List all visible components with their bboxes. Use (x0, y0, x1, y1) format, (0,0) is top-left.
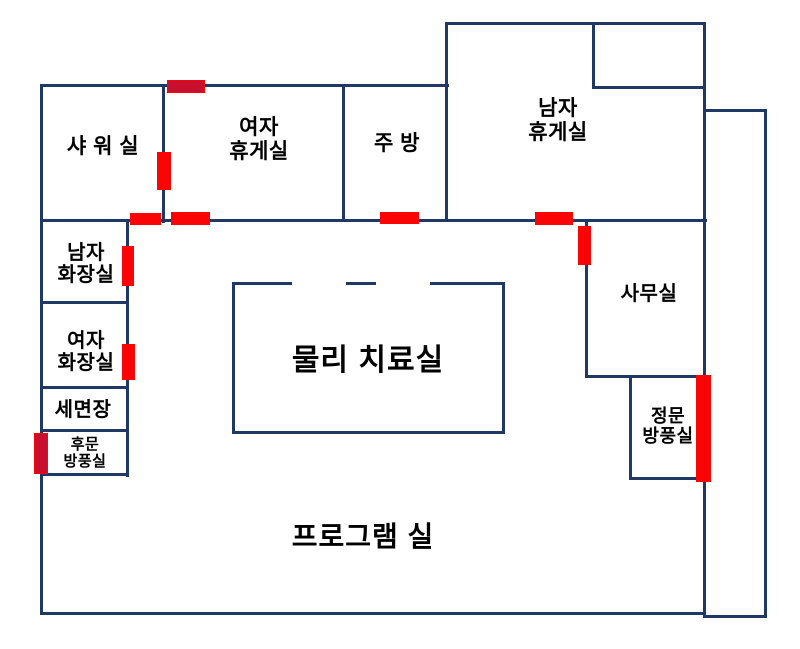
wall-therapy-north-seg3 (430, 282, 505, 285)
room-label-office: 사무실 (620, 283, 678, 305)
wall-east-inner (703, 22, 706, 618)
door-office-west (578, 226, 591, 265)
door-men-lounge-bottom (535, 212, 573, 225)
wall-outer-south (40, 612, 706, 615)
wall-entry-strip-north (703, 109, 767, 112)
room-label-women-lounge: 여자 휴게실 (229, 116, 289, 163)
door-men-toilet (122, 246, 134, 286)
wall-corner-room-south (592, 86, 706, 89)
wall-therapy-east (502, 282, 505, 434)
room-label-women-toilet: 여자 화장실 (57, 330, 115, 375)
wall-entry-strip-south (703, 615, 767, 618)
wall-kitchen-east (445, 22, 448, 222)
wall-office-south (585, 375, 700, 378)
door-men-toilet-hall (130, 213, 161, 225)
door-women-lounge-top (167, 80, 205, 93)
wall-therapy-west (232, 282, 235, 434)
wall-front-vestibule-south (629, 477, 701, 480)
wall-therapy-south (232, 431, 505, 434)
wall-women-toilet-south (40, 386, 129, 389)
wall-office-west (585, 219, 588, 378)
room-label-shower: 샤 워 실 (66, 135, 140, 158)
wall-outer-east (764, 109, 767, 618)
room-label-men-lounge: 남자 휴게실 (528, 97, 588, 144)
room-label-men-toilet: 남자 화장실 (57, 242, 115, 287)
wall-top-west-wing (40, 84, 449, 87)
wall-back-vestibule-south (40, 473, 129, 476)
room-label-kitchen: 주 방 (374, 132, 420, 155)
room-label-physical-therapy: 물리 치료실 (291, 344, 445, 377)
door-women-lounge-bottom (171, 212, 210, 225)
wall-kitchen-west (342, 84, 345, 222)
wall-washroom-south (40, 429, 129, 432)
room-label-front-vestibule: 정문 방풍실 (642, 406, 694, 447)
wall-front-vestibule-west (629, 375, 632, 480)
door-kitchen-bottom (380, 212, 419, 224)
wall-outer-left (40, 84, 43, 615)
wall-corner-room-west (592, 22, 595, 89)
door-shower-room (157, 152, 171, 190)
wall-men-toilet-south (40, 301, 129, 304)
room-label-back-vestibule: 후문 방풍실 (63, 436, 107, 470)
door-women-toilet (122, 344, 135, 380)
room-label-washroom: 세면장 (54, 399, 112, 421)
wall-therapy-north-seg2 (346, 282, 376, 285)
wall-therapy-north-seg1 (232, 282, 292, 285)
door-back-vestibule (34, 433, 48, 474)
wall-men-lounge-north (445, 22, 706, 25)
door-front-vestibule (696, 375, 711, 482)
wall-hall-north (40, 219, 707, 222)
room-label-program: 프로그램 실 (291, 521, 435, 552)
